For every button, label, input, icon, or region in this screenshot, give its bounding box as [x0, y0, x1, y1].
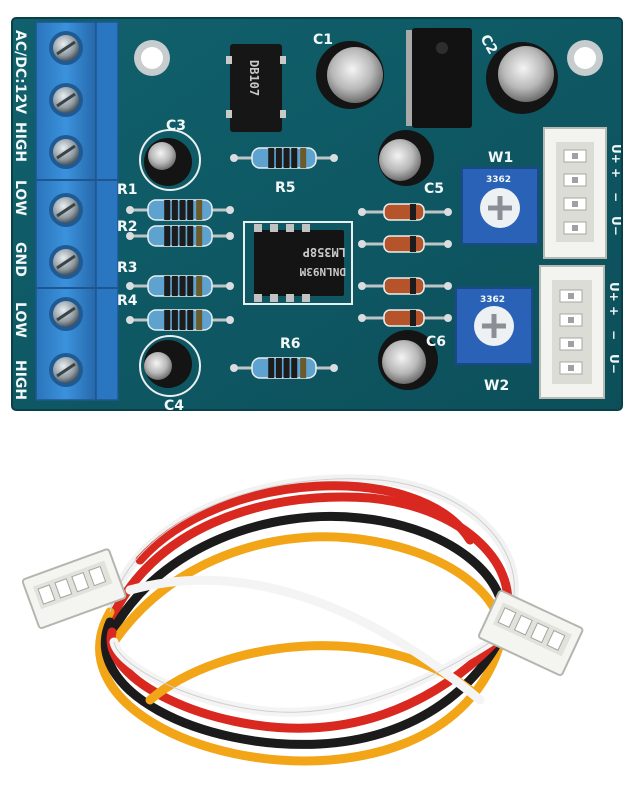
capacitor-c5: C5: [378, 130, 444, 197]
mounting-hole-icon: [567, 40, 603, 76]
connector-pin-label: −: [609, 192, 623, 202]
screw-icon: [49, 193, 83, 227]
label-w1: W1: [488, 150, 513, 166]
label-c4: C4: [164, 398, 184, 414]
connector-top: [543, 127, 607, 259]
connector-pin-label: −: [607, 330, 621, 340]
screw-icon: [49, 245, 83, 279]
connector-pin-label: +: [607, 306, 621, 316]
rectifier-text: DB107: [247, 60, 261, 96]
connector-pin-label: U−: [607, 354, 621, 374]
cable-plug-right: [478, 589, 584, 677]
mounting-hole-icon: [134, 40, 170, 76]
voltage-regulator: [406, 28, 472, 128]
label-r2: R2: [117, 219, 138, 235]
label-r1: R1: [117, 182, 138, 198]
label-r5: R5: [275, 180, 296, 196]
screw-icon: [49, 353, 83, 387]
pot-text-w1: 3362: [486, 175, 511, 185]
terminal-label-high-2: HIGH: [12, 360, 28, 400]
terminal-label-low-2: LOW: [12, 302, 28, 338]
terminal-label-low-1: LOW: [12, 180, 28, 216]
bridge-rectifier: DB107: [226, 44, 286, 132]
diode: [358, 309, 452, 327]
label-c3: C3: [166, 118, 186, 134]
pcb-board: AC/DC:12V HIGH LOW GND LOW HIGH DB107 C1: [11, 17, 623, 414]
terminal-label-gnd: GND: [12, 242, 28, 277]
capacitor-c3: C3: [139, 118, 201, 191]
label-c5: C5: [424, 181, 444, 197]
label-w2: W2: [484, 378, 509, 394]
diode: [358, 277, 452, 295]
label-r4: R4: [117, 293, 138, 309]
potentiometer-w2: 3362 W2: [455, 287, 533, 394]
diode: [358, 203, 452, 221]
capacitor-c1: C1: [313, 32, 384, 109]
op-amp-ic: LM358P DNLN93M: [243, 221, 353, 305]
label-r3: R3: [117, 260, 138, 276]
screw-terminal-block: [35, 21, 119, 401]
connector-bottom-labels: U+ + − U−: [607, 282, 621, 374]
screw-icon: [49, 135, 83, 169]
resistor-r3: [126, 275, 234, 297]
screw-icon: [49, 297, 83, 331]
resistor-r5: [230, 147, 338, 169]
label-r6: R6: [280, 336, 301, 352]
connector-pin-label: U−: [609, 216, 623, 236]
connector-pin-label: +: [609, 168, 623, 178]
resistor-r4: [126, 309, 234, 331]
terminal-labels: AC/DC:12V HIGH LOW GND LOW HIGH: [12, 30, 28, 400]
resistor-r1: [126, 199, 234, 221]
connector-bottom: [539, 265, 605, 399]
screw-icon: [49, 31, 83, 65]
potentiometer-w1: 3362 W1: [461, 150, 539, 245]
screw-icon: [49, 83, 83, 117]
resistor-r2: [126, 225, 234, 247]
pot-text-w2: 3362: [480, 295, 505, 305]
jumper-cable: [21, 474, 584, 766]
capacitor-c6: C6: [378, 330, 446, 390]
terminal-label-power: AC/DC:12V: [12, 30, 28, 114]
ic-text-line1: LM358P: [303, 245, 346, 259]
label-c6: C6: [426, 334, 446, 350]
label-c1: C1: [313, 32, 333, 48]
resistor-r6: [230, 357, 338, 379]
connector-pin-label: U+: [609, 144, 623, 164]
connector-pin-label: U+: [607, 282, 621, 302]
terminal-label-high-1: HIGH: [12, 122, 28, 162]
diode: [358, 235, 452, 253]
ic-text-line2: DNLN93M: [299, 265, 346, 278]
connector-top-labels: U+ + − U−: [609, 144, 623, 236]
cable-plug-left: [21, 548, 127, 630]
capacitor-c4: C4: [139, 335, 201, 414]
